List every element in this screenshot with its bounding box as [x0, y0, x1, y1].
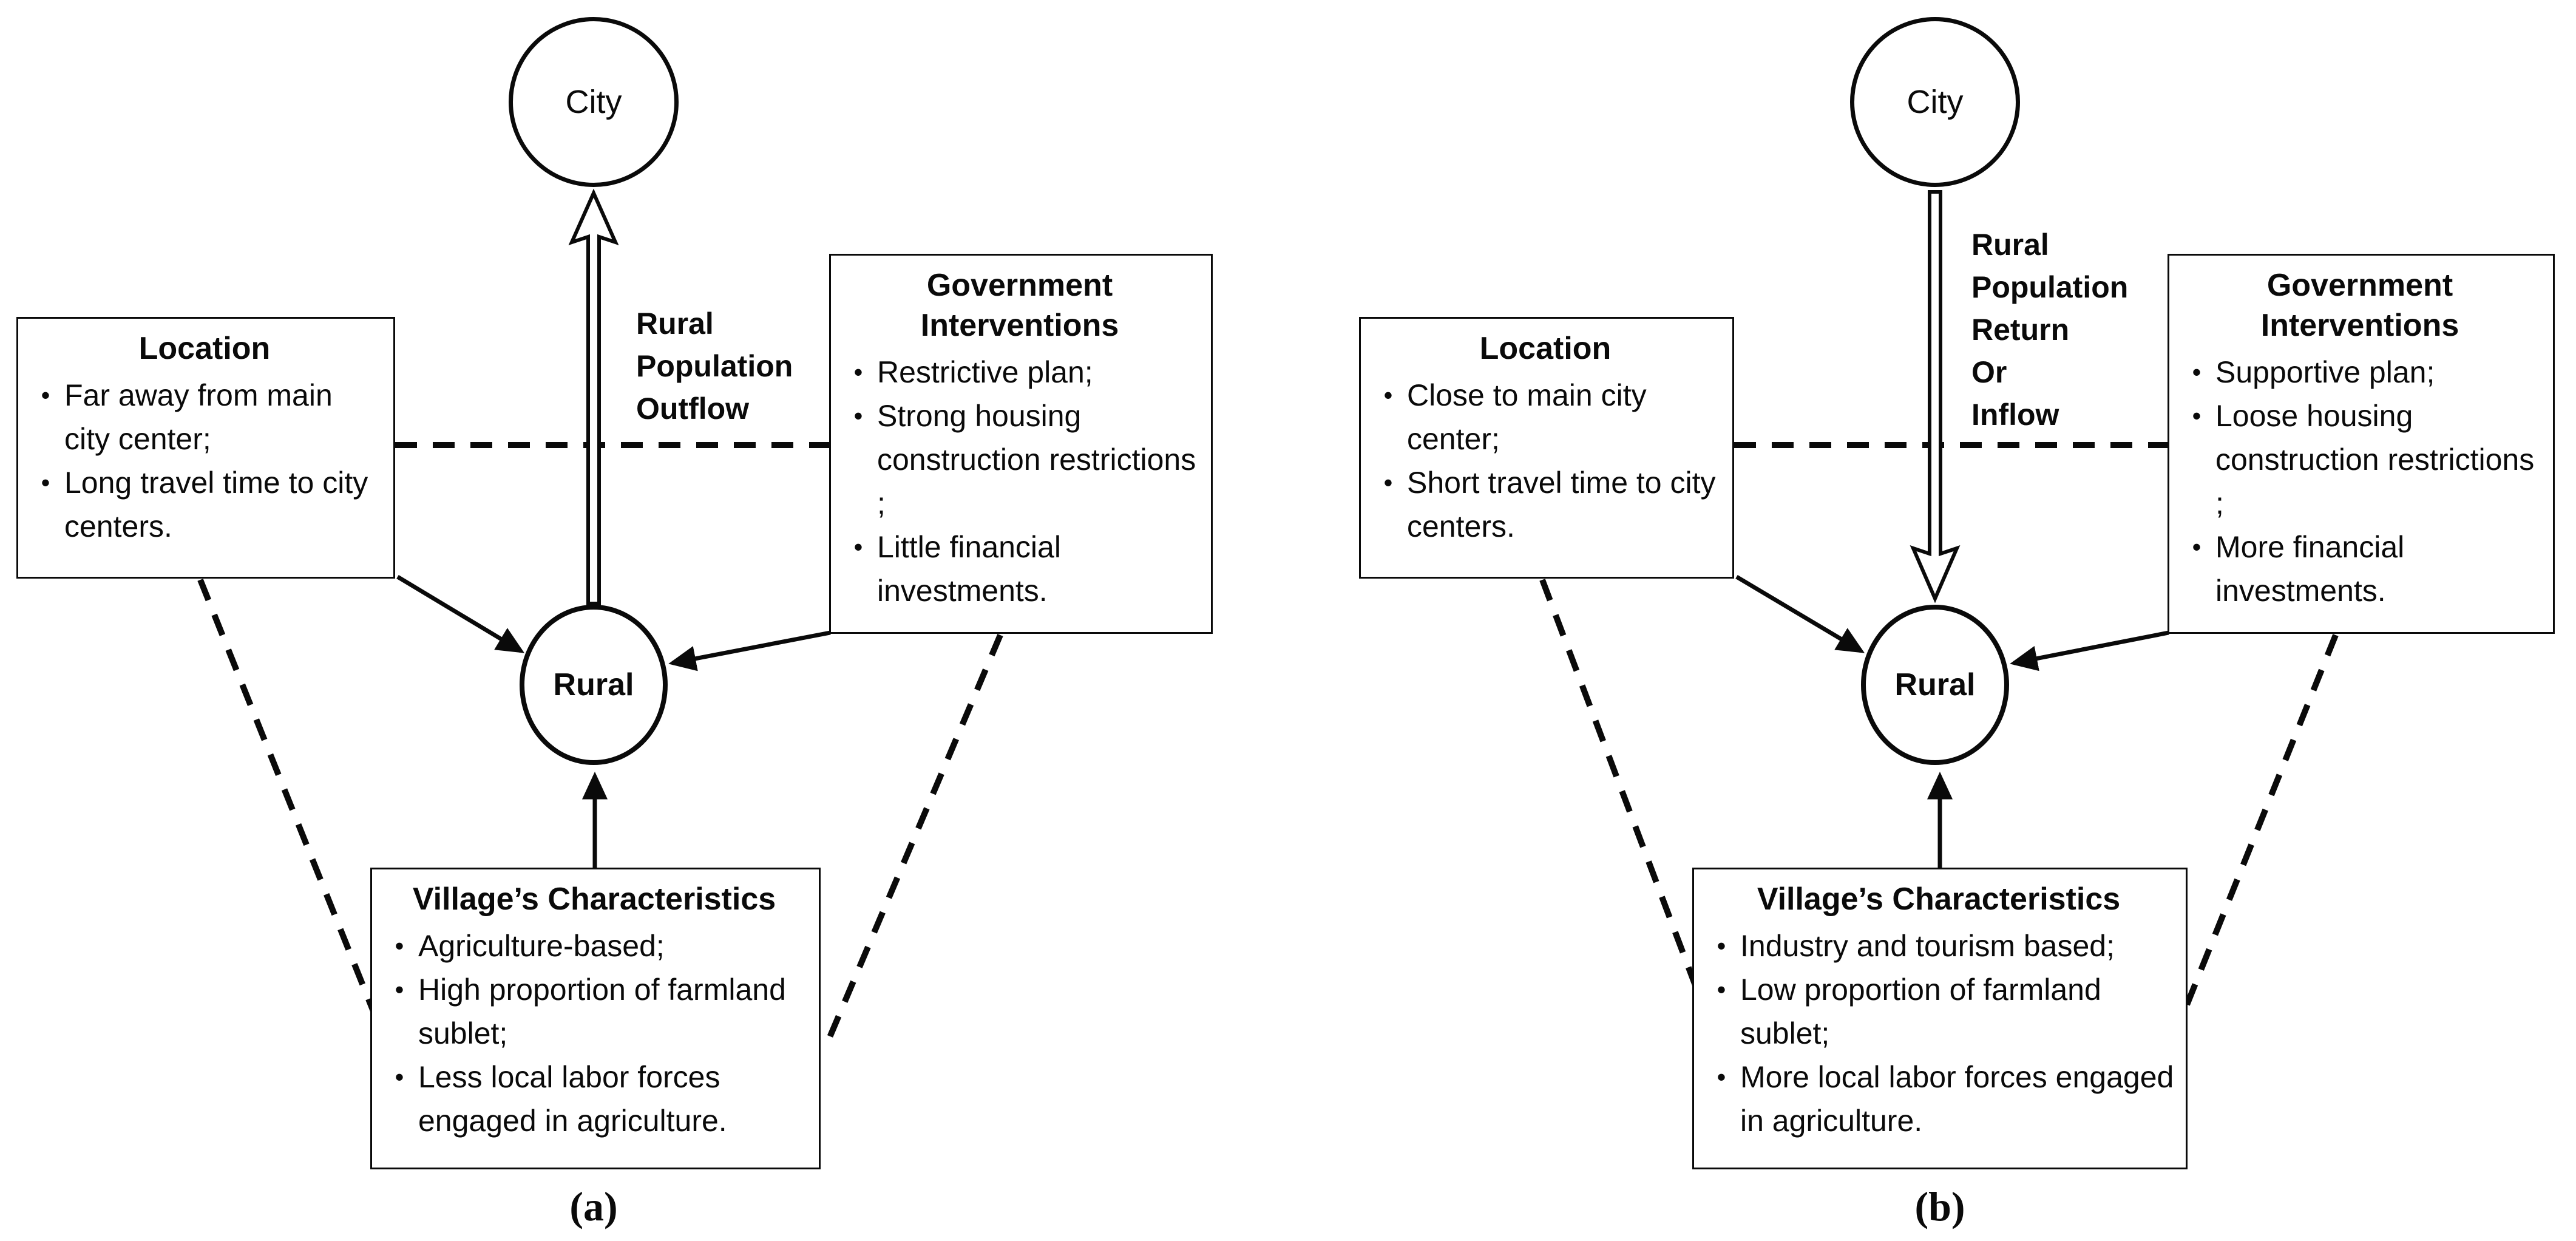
- list-item: • Restrictive plan;: [839, 350, 1200, 394]
- list-item: • Supportive plan;: [2178, 350, 2542, 394]
- list-item: • Industry and tourism based;: [1703, 924, 2175, 968]
- list-item: • More financial investments.: [2178, 525, 2542, 613]
- dashed-link-location-village-b: [1539, 579, 1709, 1014]
- dashed-link-government-village-a: [824, 634, 1003, 1046]
- bullet-icon: •: [1383, 381, 1393, 409]
- government-box-b: Government Interventions • Supportive pl…: [2168, 254, 2555, 634]
- rural-label-b: Rural: [1894, 667, 1976, 702]
- bullet-icon: •: [41, 468, 50, 497]
- inflow-arrow-b: [1910, 190, 1961, 604]
- list-item: • More local labor forces engaged in agr…: [1703, 1055, 2175, 1143]
- flow-label-b: Rural Population Return Or Inflow: [1971, 223, 2232, 436]
- flow-label-line: Population: [1971, 270, 2129, 304]
- village-box-a: Village’s Characteristics • Agriculture-…: [370, 868, 821, 1169]
- list-item: • Long travel time to city centers.: [27, 461, 382, 548]
- list-item: • Less local labor forces engaged in agr…: [381, 1055, 808, 1143]
- flow-label-line: Rural: [1971, 228, 2049, 262]
- bullet-icon: •: [2192, 532, 2201, 561]
- arrow-location-to-rural-b: [1735, 574, 1865, 653]
- bullet-icon: •: [395, 931, 404, 960]
- flow-label-a: Rural Population Outflow: [636, 302, 897, 430]
- flow-label-line: Return: [1971, 313, 2070, 347]
- city-label-b: City: [1907, 84, 1964, 120]
- rural-label-a: Rural: [553, 667, 634, 702]
- list-item: • Low proportion of farmland sublet;: [1703, 968, 2175, 1055]
- list-item: • Little financial investments.: [839, 525, 1200, 613]
- bullet-icon: •: [2192, 358, 2201, 386]
- location-title-b: Location: [1479, 331, 1612, 366]
- government-title-a: Government Interventions: [920, 268, 1119, 343]
- flow-label-line: Or: [1971, 355, 2007, 389]
- government-title-b: Government Interventions: [2260, 268, 2459, 343]
- bullet-icon: •: [1717, 931, 1726, 960]
- flow-label-line: Outflow: [636, 392, 750, 426]
- location-box-a: Location • Far away from main city cente…: [16, 317, 395, 579]
- village-title-b: Village’s Characteristics: [1757, 882, 2121, 917]
- city-node-b: City: [1850, 17, 2020, 187]
- arrow-location-to-rural-a: [396, 575, 524, 653]
- bullet-icon: •: [1717, 1062, 1726, 1091]
- rural-node-a: Rural: [520, 605, 668, 765]
- outflow-arrow-a: [568, 188, 619, 605]
- bullet-icon: •: [41, 381, 50, 409]
- location-box-b: Location • Close to main city center; • …: [1359, 317, 1734, 579]
- bullet-icon: •: [1717, 975, 1726, 1004]
- flow-label-line: Inflow: [1971, 398, 2059, 432]
- list-item: • Agriculture-based;: [381, 924, 808, 968]
- bullet-icon: •: [395, 975, 404, 1004]
- caption-a: (a): [569, 1183, 618, 1229]
- caption-b: (b): [1914, 1183, 1965, 1229]
- village-box-b: Village’s Characteristics • Industry and…: [1692, 868, 2188, 1169]
- flow-label-line: Population: [636, 349, 793, 383]
- arrow-government-to-rural-a: [668, 630, 831, 672]
- list-item: • High proportion of farmland sublet;: [381, 968, 808, 1055]
- dashed-link-government-village-b: [2165, 634, 2339, 1053]
- list-item: • Strong housing construction restrictio…: [839, 394, 1200, 525]
- list-item: • Far away from main city center;: [27, 373, 382, 461]
- village-title-a: Village’s Characteristics: [412, 882, 776, 917]
- bullet-icon: •: [853, 401, 863, 430]
- arrow-government-to-rural-b: [2010, 630, 2169, 672]
- location-title-a: Location: [138, 331, 271, 366]
- bullet-icon: •: [853, 358, 863, 386]
- bullet-icon: •: [395, 1062, 404, 1091]
- city-node-a: City: [509, 17, 679, 187]
- rural-node-b: Rural: [1861, 605, 2009, 765]
- bullet-icon: •: [853, 532, 863, 561]
- government-box-a: Government Interventions • Restrictive p…: [829, 254, 1213, 634]
- list-item: • Short travel time to city centers.: [1369, 461, 1721, 548]
- dashed-link-location-village-a: [197, 579, 377, 1014]
- bullet-icon: •: [1383, 468, 1393, 497]
- bullet-icon: •: [2192, 401, 2201, 430]
- list-item: • Loose housing construction restriction…: [2178, 394, 2542, 525]
- flow-label-line: Rural: [636, 307, 714, 341]
- city-label-a: City: [565, 84, 622, 120]
- list-item: • Close to main city center;: [1369, 373, 1721, 461]
